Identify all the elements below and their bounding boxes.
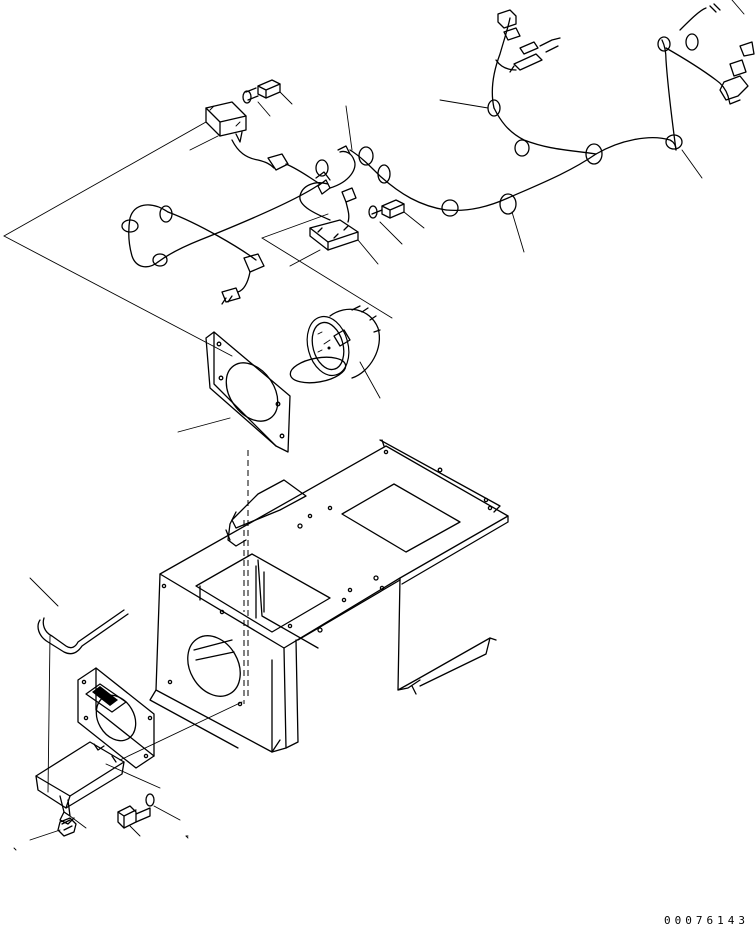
leader-lines-right xyxy=(439,0,745,253)
connector-block xyxy=(261,182,393,319)
washer-bottom xyxy=(145,793,181,821)
gauge-mounting-plate xyxy=(177,331,291,700)
leader-lines-top-left xyxy=(3,91,293,357)
cover-bracket xyxy=(35,741,125,829)
console-frame xyxy=(149,439,509,753)
catalog-number: 00076143 xyxy=(664,914,749,927)
access-cover-plate xyxy=(77,667,155,769)
wire-harness-front xyxy=(121,139,356,305)
washer-top-left xyxy=(242,90,252,104)
nut-bottom-left xyxy=(29,817,77,841)
wire-harness-rear xyxy=(349,7,729,217)
connectors-top-right xyxy=(497,3,755,105)
leader-lines-bottom xyxy=(13,635,243,851)
speedometer-gauge xyxy=(289,305,381,399)
bolt-bottom xyxy=(117,805,151,837)
leader-lines-center xyxy=(289,105,425,267)
bent-rod xyxy=(29,577,129,655)
relay-block xyxy=(205,101,247,143)
